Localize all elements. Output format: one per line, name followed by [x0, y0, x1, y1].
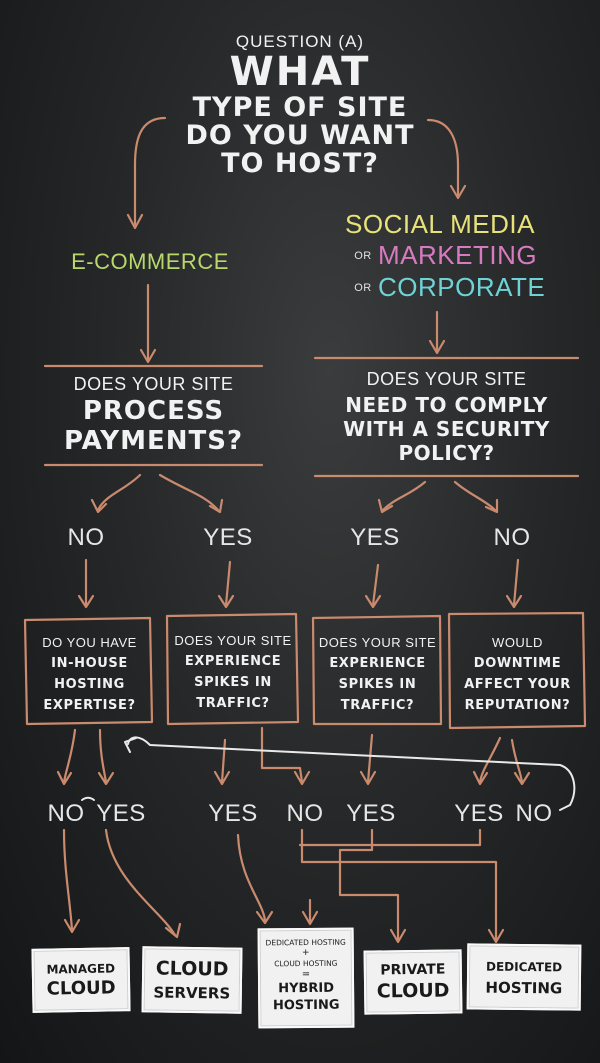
- box-spikes-a-line3: SPIKES IN: [194, 675, 272, 690]
- answer-no-payments: NO: [67, 524, 105, 551]
- result-hybrid-plus: +: [301, 947, 310, 959]
- result-hybrid-hosting: DEDICATED HOSTING + CLOUD HOSTING = HYBR…: [257, 927, 355, 1029]
- answer-no-security: NO: [493, 524, 531, 551]
- box-spikes-b-line1: DOES YOUR SITE: [318, 635, 437, 650]
- security-question-line3: WITH A SECURITY: [343, 417, 550, 441]
- result-managed-cloud-line1: MANAGED: [46, 961, 116, 977]
- result-cloud-servers-line1: CLOUD: [155, 957, 229, 981]
- result-managed-cloud-line2: CLOUD: [46, 977, 116, 1000]
- arrowhead: [139, 348, 157, 364]
- box-spikes-a-line4: TRAFFIC?: [196, 696, 270, 711]
- box-expertise-line4: EXPERTISE?: [43, 698, 136, 713]
- result-private-cloud: PRIVATE CLOUD: [363, 949, 463, 1015]
- answer-no-spikes: NO: [286, 800, 324, 827]
- answer-yes-downtime: YES: [454, 800, 504, 827]
- question-title-line4: TO HOST?: [221, 148, 379, 179]
- security-question-line4: POLICY?: [398, 441, 495, 465]
- payments-question-line1: DOES YOUR SITE: [73, 374, 234, 394]
- answer-yes-security: YES: [350, 524, 400, 551]
- box-downtime-reputation: WOULD DOWNTIME AFFECT YOUR REPUTATION?: [450, 632, 585, 716]
- result-hybrid-line1: DEDICATED HOSTING: [265, 937, 346, 948]
- box-expertise-line3: HOSTING: [54, 677, 125, 692]
- question-title-line2: TYPE OF SITE: [192, 92, 408, 123]
- box-spikes-b-line4: TRAFFIC?: [340, 698, 415, 713]
- box-expertise-line2: IN-HOUSE: [51, 656, 128, 671]
- arrowhead: [449, 184, 467, 200]
- result-private-cloud-line1: PRIVATE: [380, 961, 446, 979]
- result-hybrid-line2: CLOUD HOSTING: [274, 958, 338, 969]
- box-spikes-b-line2: EXPERIENCE: [329, 656, 426, 671]
- result-hybrid-line4: HOSTING: [272, 997, 340, 1014]
- box-spikes-b-line3: SPIKES IN: [338, 677, 417, 692]
- arrowhead: [428, 339, 446, 355]
- payments-question-line2: PROCESS: [82, 396, 225, 426]
- answer-no-downtime: NO: [515, 800, 553, 827]
- box-downtime-line3: AFFECT YOUR: [464, 677, 571, 692]
- box-downtime-line4: REPUTATION?: [464, 698, 571, 713]
- question-title-line3: DO YOU WANT: [185, 120, 415, 151]
- box-downtime-line1: WOULD: [492, 635, 543, 650]
- question-title-what: WHAT: [229, 49, 371, 95]
- box-expertise-line1: DO YOU HAVE: [42, 635, 137, 650]
- branch-marketing: MARKETING: [378, 240, 538, 270]
- box-traffic-spikes-corporate: DOES YOUR SITE EXPERIENCE SPIKES IN TRAF…: [314, 632, 441, 716]
- branch-ecommerce: E-COMMERCE: [71, 249, 229, 274]
- result-dedicated-hosting: DEDICATED HOSTING: [466, 943, 582, 1011]
- result-managed-cloud: MANAGED CLOUD: [31, 947, 131, 1013]
- question-label: QUESTION (A): [235, 32, 365, 51]
- answer-yes-spikes-a: YES: [208, 800, 258, 827]
- branch-social-media: SOCIAL MEDIA: [345, 209, 535, 239]
- answer-yes-expertise: YES: [96, 800, 146, 827]
- result-dedicated-line2: HOSTING: [485, 978, 563, 998]
- result-hybrid-line3: HYBRID: [278, 980, 335, 997]
- branch-corporate: CORPORATE: [378, 272, 546, 302]
- answer-yes-spikes-b: YES: [346, 800, 396, 827]
- box-spikes-a-line1: DOES YOUR SITE: [174, 633, 292, 648]
- answer-no-expertise: NO: [47, 800, 85, 827]
- result-hybrid-equals: =: [301, 968, 311, 981]
- box-inhouse-expertise: DO YOU HAVE IN-HOUSE HOSTING EXPERTISE?: [27, 632, 152, 716]
- branch-or-2: OR: [354, 282, 372, 294]
- answer-yes-payments: YES: [203, 524, 253, 551]
- box-downtime-line2: DOWNTIME: [473, 656, 562, 671]
- result-dedicated-line1: DEDICATED: [485, 959, 563, 975]
- security-question-line2: NEED TO COMPLY: [345, 393, 548, 417]
- result-cloud-servers: CLOUD SERVERS: [141, 946, 243, 1014]
- security-question-line1: DOES YOUR SITE: [366, 369, 527, 389]
- result-private-cloud-line2: CLOUD: [376, 979, 450, 1003]
- box-traffic-spikes-ecommerce: DOES YOUR SITE EXPERIENCE SPIKES IN TRAF…: [168, 630, 298, 714]
- payments-question-line3: PAYMENTS?: [63, 426, 244, 456]
- box-spikes-a-line2: EXPERIENCE: [184, 654, 282, 669]
- arrowhead: [126, 213, 144, 230]
- branch-or-1: OR: [354, 250, 372, 262]
- result-cloud-servers-line2: SERVERS: [153, 983, 231, 1003]
